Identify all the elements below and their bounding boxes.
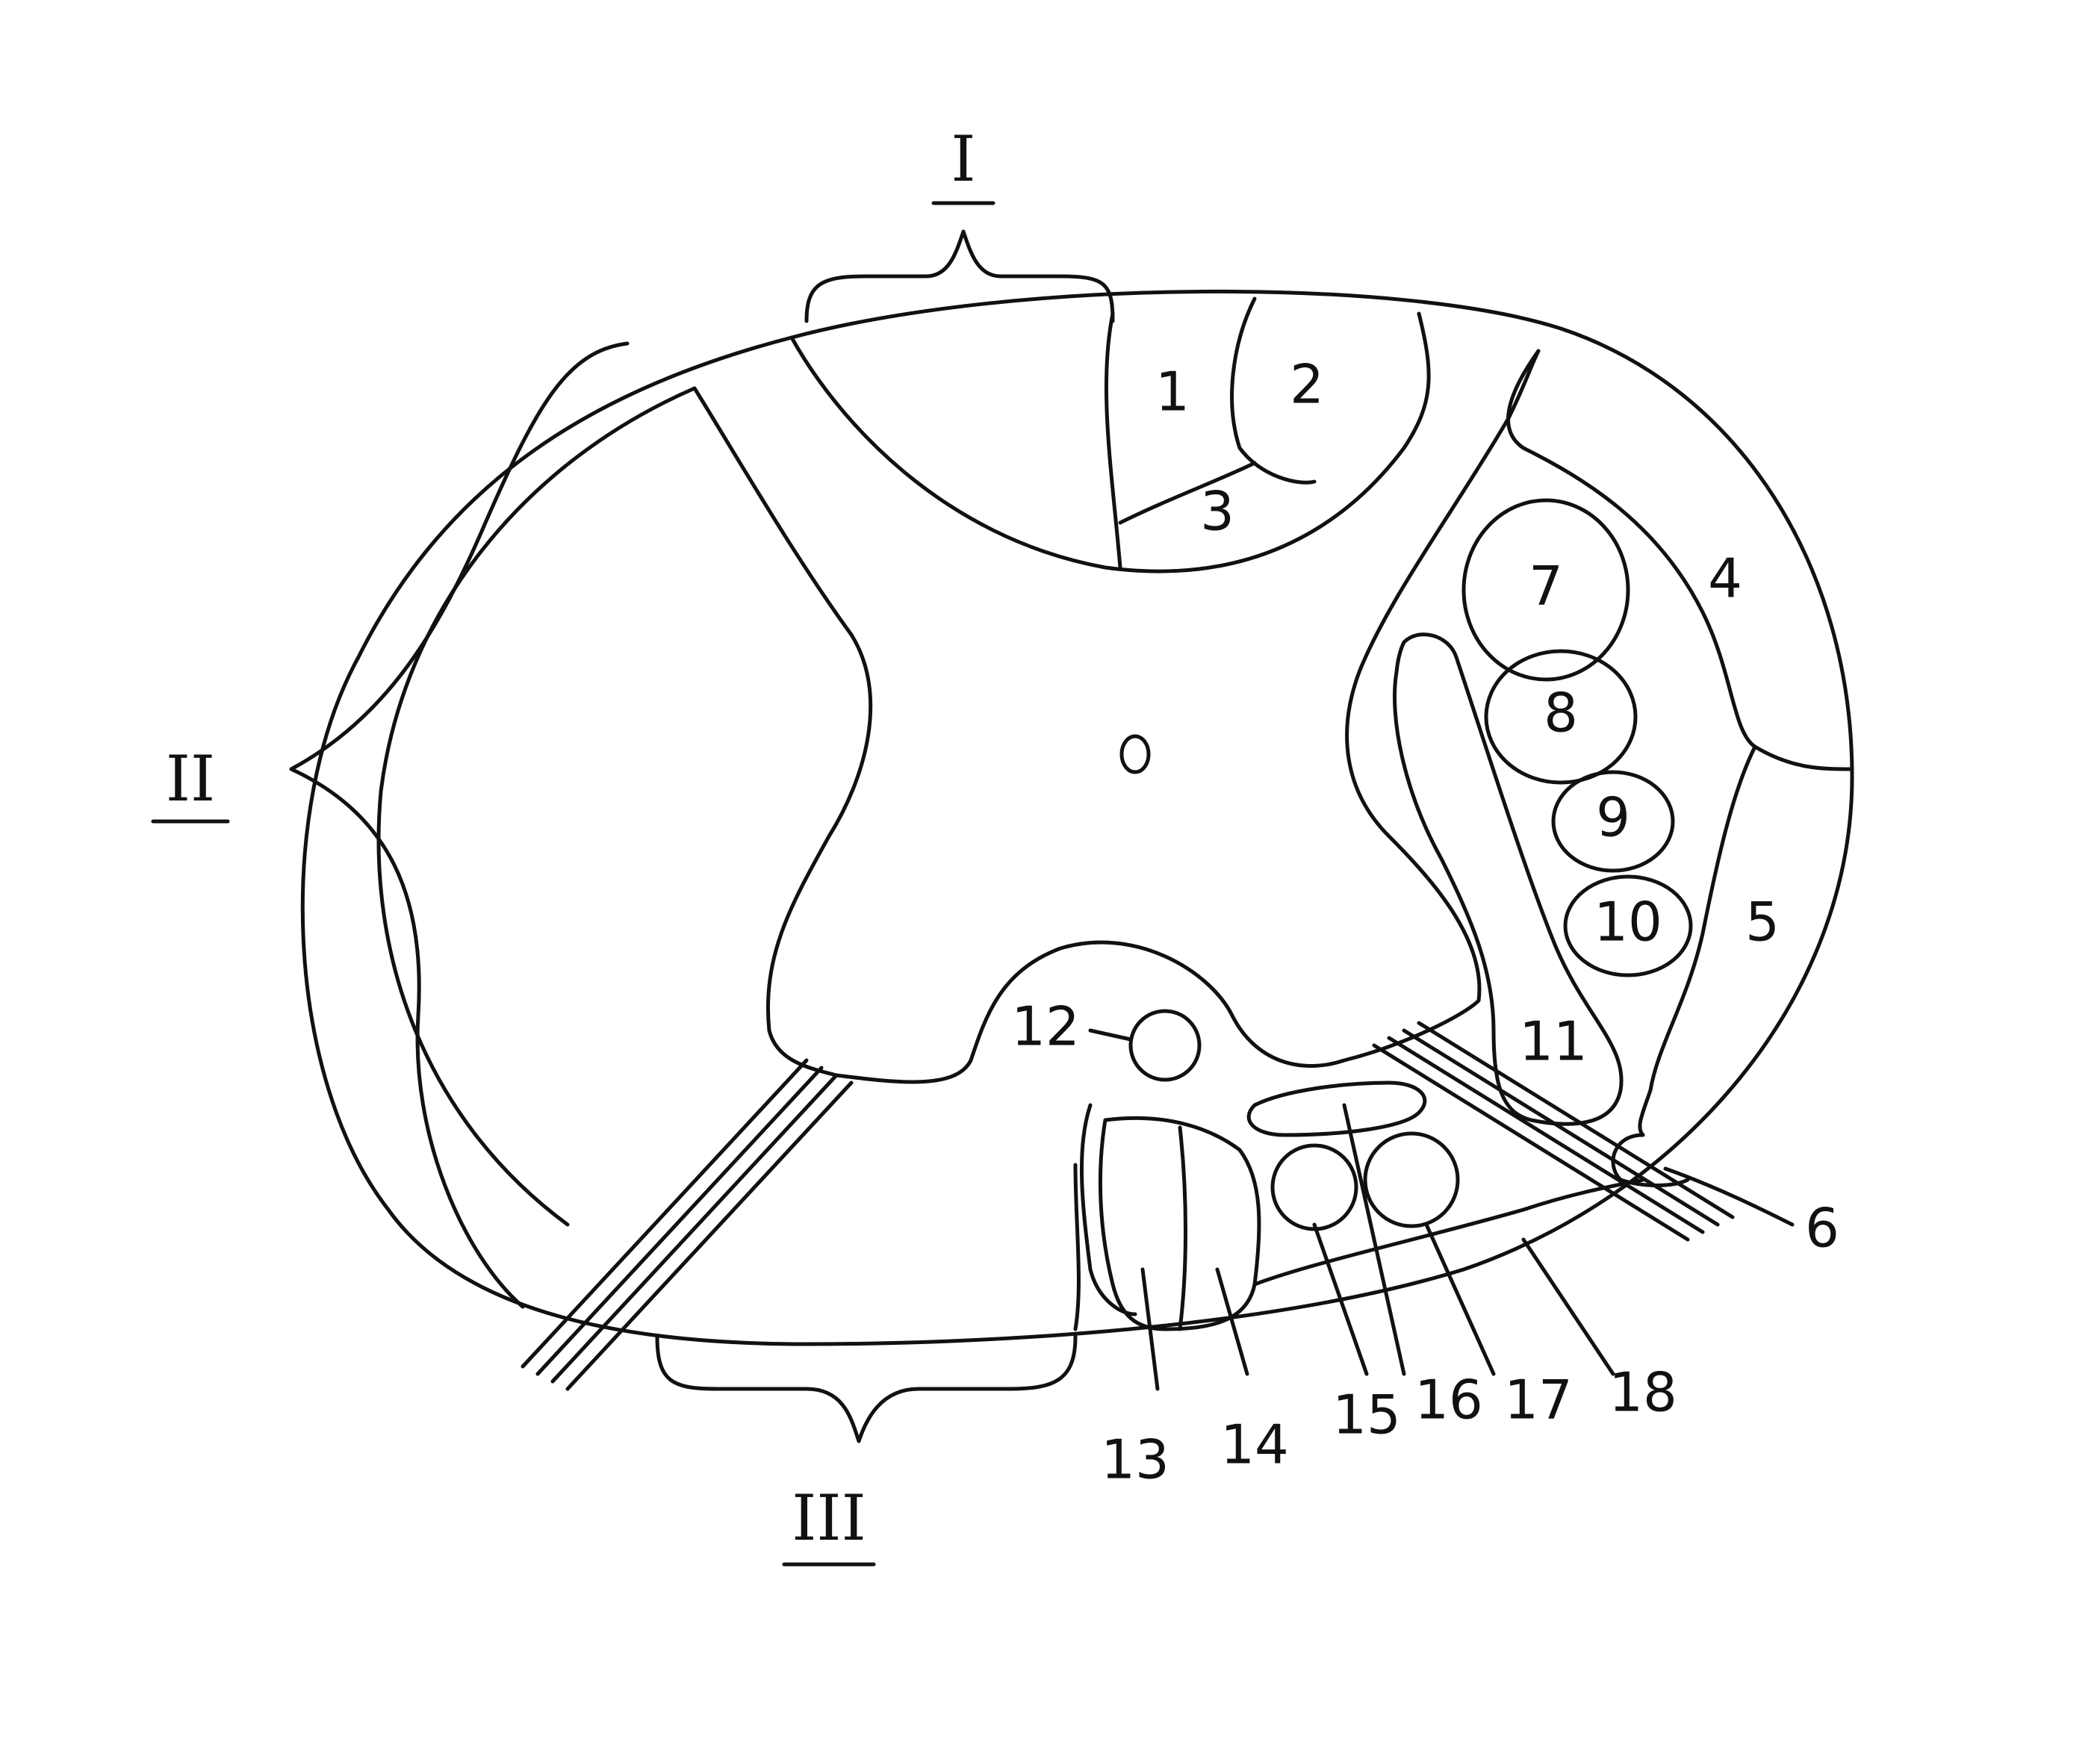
ventral-root-right-2 (1387, 1036, 1705, 1234)
label-4: 4 (1708, 547, 1742, 610)
lateral-column-inner (1506, 349, 1854, 771)
tract-18-boundary (1252, 1178, 1645, 1287)
label-10: 10 (1594, 891, 1662, 954)
label-9: 9 (1596, 786, 1630, 849)
leader-12 (1088, 1028, 1133, 1042)
ventral-root-right-3 (1402, 1028, 1720, 1227)
central-canal (1119, 734, 1151, 774)
tract-10-ellipse (1563, 874, 1693, 977)
gray-matter-outline (692, 349, 1541, 1084)
inner-boundary-left (376, 386, 697, 1227)
tract-15-circle (1270, 1143, 1358, 1231)
roman-label-III: III (792, 1481, 866, 1555)
label-16: 16 (1414, 1369, 1483, 1431)
leader-18 (1521, 1237, 1615, 1376)
tract-13-14-outline (1098, 1116, 1261, 1331)
brace-II (289, 341, 630, 1309)
lateral-column-5-inner (1638, 744, 1757, 1137)
divider-13-14 (1178, 1125, 1187, 1331)
outer-boundary (300, 289, 1854, 1346)
label-1: 1 (1155, 361, 1190, 423)
posterior-column-boundary (789, 311, 1431, 573)
tract-8-ellipse (1484, 649, 1638, 785)
posterior-median-septum (1104, 311, 1122, 570)
brace-I (804, 229, 1115, 323)
brace-III (655, 1334, 1078, 1443)
label-7: 7 (1529, 555, 1563, 618)
tract-9-ellipse (1551, 770, 1675, 873)
label-13: 13 (1101, 1428, 1169, 1491)
label-5: 5 (1745, 891, 1780, 954)
tract-7-ellipse (1461, 498, 1630, 682)
leader-17 (1424, 1222, 1496, 1376)
ventral-root-left-3 (550, 1073, 839, 1384)
ventral-root-left-2 (535, 1066, 824, 1376)
ventral-root-left-4 (565, 1080, 854, 1391)
label-6: 6 (1805, 1197, 1839, 1260)
roman-label-II: II (166, 742, 215, 815)
anterior-median-fissure (1079, 1103, 1137, 1316)
label-14: 14 (1220, 1414, 1289, 1476)
leader-13 (1140, 1267, 1160, 1391)
leader-15 (1312, 1222, 1369, 1376)
divider-1-2 (1230, 296, 1317, 485)
label-12: 12 (1011, 995, 1080, 1058)
anterior-funiculus-left (1073, 1163, 1081, 1331)
tract-17-circle (1363, 1131, 1460, 1228)
ventral-root-right-4 (1417, 1021, 1735, 1219)
divider-3 (1118, 461, 1257, 525)
label-11: 11 (1519, 1010, 1588, 1073)
ventral-root-left-1 (521, 1058, 809, 1369)
leader-6 (1663, 1166, 1795, 1227)
label-17: 17 (1504, 1369, 1573, 1431)
label-3: 3 (1200, 480, 1234, 543)
label-2: 2 (1290, 353, 1324, 416)
label-18: 18 (1609, 1361, 1677, 1424)
leader-16 (1342, 1103, 1406, 1376)
tract-16-outline (1246, 1080, 1427, 1137)
item-12-circle (1128, 1009, 1202, 1082)
roman-label-I: I (951, 122, 975, 196)
label-8: 8 (1544, 682, 1578, 744)
leader-14 (1215, 1267, 1249, 1376)
label-15: 15 (1332, 1384, 1401, 1446)
ventral-root-right-1 (1372, 1043, 1690, 1242)
